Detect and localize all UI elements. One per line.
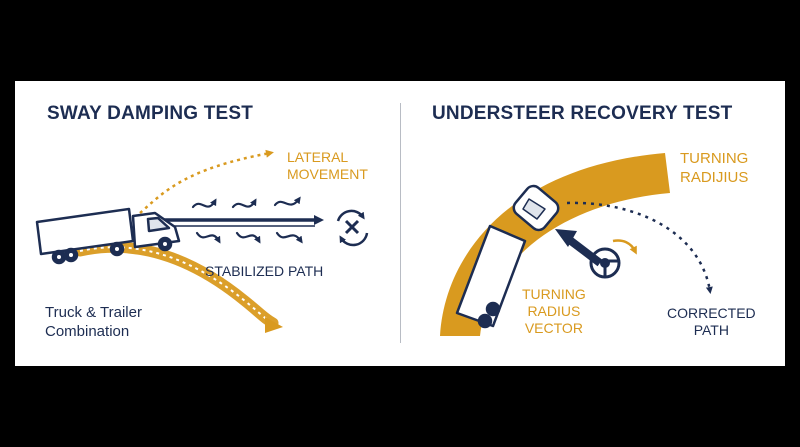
rotation-arrow-icon	[612, 239, 637, 255]
sway-test-title: SWAY DAMPING TEST	[47, 103, 254, 124]
truck-trailer-icon	[35, 207, 181, 265]
turning-radius-line1: TURNING	[680, 150, 749, 167]
vehicle-label-line1: Truck & Trailer	[45, 304, 142, 321]
vector-label-line2: RADIUS	[527, 303, 581, 319]
car-icon	[512, 184, 560, 232]
lateral-movement-line1: LATERAL	[287, 149, 349, 165]
vector-label-line3: VECTOR	[524, 320, 583, 336]
turning-radius-label: TURNING RADIJIUS	[680, 149, 748, 187]
turning-radius-band	[440, 153, 670, 336]
vehicle-label-line2: Combination	[45, 323, 130, 340]
vector-label-line1: TURNING	[522, 286, 586, 302]
corrected-path-label: CORRECTED PATH	[667, 305, 756, 339]
turning-radius-line2: RADIJIUS	[680, 169, 749, 186]
corrected-path-arrow	[566, 201, 713, 294]
sway-cancel-icon	[336, 209, 369, 247]
lateral-movement-label: LATERAL MOVEMENT	[287, 149, 368, 183]
corrected-path-line2: PATH	[693, 322, 729, 338]
trailer-icon	[455, 224, 527, 329]
vehicle-label: Truck & Trailer Combination	[45, 303, 142, 341]
diagram-graphics	[35, 149, 713, 336]
understeer-test-title: UNDERSTEER RECOVERY TEST	[432, 103, 733, 124]
turning-radius-vector-label: TURNING RADIUS VECTOR	[522, 286, 586, 337]
lateral-movement-line2: MOVEMENT	[287, 166, 368, 182]
turning-radius-vector-arrow	[564, 234, 603, 267]
corrected-path-line1: CORRECTED	[667, 305, 756, 321]
lateral-movement-arrow	[139, 149, 274, 214]
steering-wheel-icon	[589, 247, 621, 279]
panel-divider	[400, 103, 401, 343]
wind-gust-icon	[191, 196, 303, 244]
diagram-panel: SWAY DAMPING TEST LATERAL MOVEMENT STABI…	[15, 81, 785, 366]
stabilized-path-label: STABILIZED PATH	[205, 263, 324, 279]
